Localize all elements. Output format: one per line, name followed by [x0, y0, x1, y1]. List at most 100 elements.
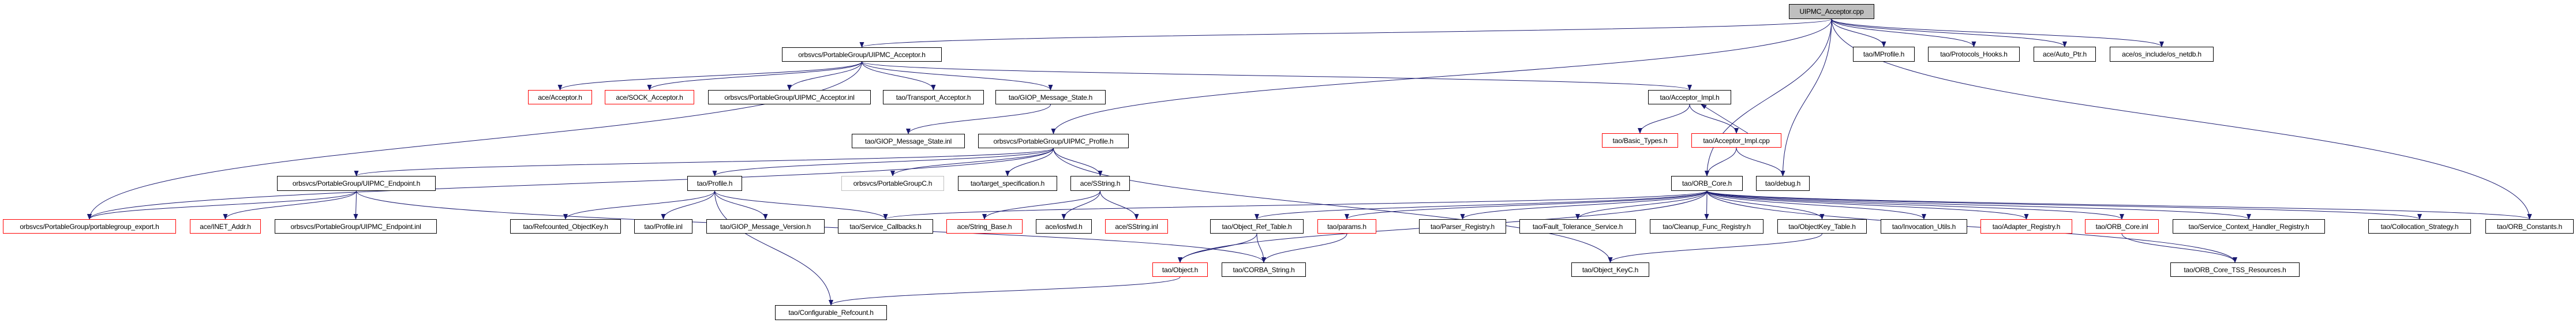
node-tao-service-context-handler-registry-h[interactable]: tao/Service_Context_Handler_Registry.h [2173, 219, 2325, 234]
edge-ace-sstring-h-to-ace-iosfwd-h [1061, 190, 1100, 220]
node-tao-object-keyc-h[interactable]: tao/Object_KeyC.h [1571, 262, 1649, 277]
node-tao-configurable-refcount-h[interactable]: tao/Configurable_Refcount.h [775, 305, 887, 320]
edge-orbsvcs-portablegroup-uipmc-acceptor-h-to-tao-transport-acceptor-h [862, 61, 936, 91]
node-tao-fault-tolerance-service-h[interactable]: tao/Fault_Tolerance_Service.h [1519, 219, 1636, 234]
edge-orbsvcs-portablegroup-uipmc-acceptor-h-to-tao-acceptor-impl-h [862, 61, 1692, 91]
node-tao-parser-registry-h[interactable]: tao/Parser_Registry.h [1419, 219, 1506, 234]
node-orbsvcs-portablegroup-uipmc-endpoint-h[interactable]: orbsvcs/PortableGroup/UIPMC_Endpoint.h [277, 176, 436, 191]
node-tao-protocols-hooks-h[interactable]: tao/Protocols_Hooks.h [1928, 47, 2020, 62]
node-ace-auto-ptr-h[interactable]: ace/Auto_Ptr.h [2034, 47, 2096, 62]
node-ace-acceptor-h[interactable]: ace/Acceptor.h [528, 90, 592, 104]
node-tao-params-h[interactable]: tao/params.h [1317, 219, 1376, 234]
node-ace-string-base-h[interactable]: ace/String_Base.h [946, 219, 1023, 234]
node-tao-orb-core-h[interactable]: tao/ORB_Core.h [1671, 176, 1743, 191]
edge-tao-params-h-to-tao-corba-string-h [1261, 233, 1347, 263]
edge-tao-orb-core-h-to-tao-service-context-handler-registry-h [1706, 190, 2251, 220]
node-tao-refcounted-objectkey-h[interactable]: tao/Refcounted_ObjectKey.h [510, 219, 621, 234]
edge-tao-acceptor-impl-cpp-to-tao-acceptor-impl-h [1701, 104, 1748, 134]
node-tao-profile-inl[interactable]: tao/Profile.inl [634, 219, 692, 234]
node-tao-service-callbacks-h[interactable]: tao/Service_Callbacks.h [838, 219, 933, 234]
edge-uipmc-acceptor-cpp-to-orbsvcs-portablegroup-uipmc-acceptor-h [860, 18, 1832, 48]
node-tao-debug-h[interactable]: tao/debug.h [1756, 176, 1810, 191]
node-tao-giop-message-state-inl[interactable]: tao/GIOP_Message_State.inl [852, 134, 965, 148]
edge-tao-object-h-to-tao-configurable-refcount-h [829, 276, 1181, 306]
edge-tao-orb-core-h-to-tao-fault-tolerance-service-h [1575, 190, 1708, 220]
edge-tao-profile-h-to-tao-service-callbacks-h [714, 190, 888, 220]
edge-tao-objectkey-table-h-to-tao-object-keyc-h [1608, 233, 1822, 263]
edge-orbsvcs-portablegroup-uipmc-profile-h-to-orbsvcs-portablegroupc-h [890, 148, 1054, 176]
node-tao-adapter-registry-h[interactable]: tao/Adapter_Registry.h [1980, 219, 2072, 234]
node-orbsvcs-portablegroup-uipmc-acceptor-h[interactable]: orbsvcs/PortableGroup/UIPMC_Acceptor.h [782, 47, 942, 62]
edge-orbsvcs-portablegroup-uipmc-profile-h-to-tao-object-keyc-h [1053, 148, 1613, 263]
node-ace-sock-acceptor-h[interactable]: ace/SOCK_Acceptor.h [605, 90, 694, 104]
edge-tao-orb-core-h-to-tao-params-h [1345, 190, 1708, 220]
edge-uipmc-acceptor-cpp-to-ace-os-include-os-netdb-h [1831, 18, 2164, 47]
node-ace-sstring-h[interactable]: ace/SString.h [1070, 176, 1130, 191]
node-tao-orb-core-tss-resources-h[interactable]: tao/ORB_Core_TSS_Resources.h [2170, 262, 2300, 277]
node-tao-giop-message-state-h[interactable]: tao/GIOP_Message_State.h [995, 90, 1106, 104]
edge-orbsvcs-portablegroup-uipmc-acceptor-h-to-ace-acceptor-h [557, 61, 862, 91]
edge-tao-orb-core-h-to-tao-service-callbacks-h [883, 190, 1708, 220]
edge-uipmc-acceptor-cpp-to-ace-auto-ptr-h [1831, 18, 2067, 47]
edge-tao-profile-h-to-tao-profile-inl [661, 190, 715, 220]
edge-tao-orb-core-h-to-tao-object-ref-table-h [1255, 190, 1708, 220]
edge-tao-orb-core-h-to-tao-orb-core-tss-resources-h [1706, 190, 2237, 263]
node-ace-inet-addr-h[interactable]: ace/INET_Addr.h [190, 219, 261, 234]
edge-tao-orb-core-inl-to-tao-orb-core-tss-resources-h [2121, 233, 2237, 263]
node-ace-sstring-inl[interactable]: ace/SString.inl [1105, 219, 1168, 234]
node-tao-transport-acceptor-h[interactable]: tao/Transport_Acceptor.h [883, 90, 984, 104]
node-orbsvcs-portablegroupc-h[interactable]: orbsvcs/PortableGroupC.h [841, 176, 944, 191]
node-tao-objectkey-table-h[interactable]: tao/ObjectKey_Table.h [1777, 219, 1867, 234]
node-tao-corba-string-h[interactable]: tao/CORBA_String.h [1222, 262, 1306, 277]
edge-orbsvcs-portablegroup-uipmc-acceptor-h-to-ace-sock-acceptor-h [647, 61, 862, 91]
node-tao-collocation-strategy-h[interactable]: tao/Collocation_Strategy.h [2368, 219, 2471, 234]
node-orbsvcs-portablegroup-uipmc-profile-h[interactable]: orbsvcs/PortableGroup/UIPMC_Profile.h [978, 134, 1129, 148]
edge-orbsvcs-portablegroup-uipmc-profile-h-to-tao-target-specification-h [1005, 148, 1054, 176]
node-orbsvcs-portablegroup-uipmc-acceptor-inl[interactable]: orbsvcs/PortableGroup/UIPMC_Acceptor.inl [708, 90, 871, 104]
edge-tao-object-ref-table-h-to-tao-corba-string-h [1256, 233, 1266, 263]
edge-uipmc-acceptor-cpp-to-tao-debug-h [1780, 18, 1832, 176]
edge-tao-orb-core-h-to-tao-orb-constants-h [1706, 190, 2532, 220]
node-tao-giop-message-version-h[interactable]: tao/GIOP_Message_Version.h [706, 219, 825, 234]
edge-tao-acceptor-impl-h-to-tao-basic-types-h [1638, 104, 1690, 134]
node-tao-orb-constants-h[interactable]: tao/ORB_Constants.h [2485, 219, 2574, 234]
edge-tao-acceptor-impl-h-to-tao-acceptor-impl-cpp [1689, 104, 1739, 134]
edge-tao-orb-core-h-to-tao-invocation-utils-h [1706, 190, 1926, 220]
edge-tao-profile-h-to-tao-configurable-refcount-h [714, 190, 833, 306]
node-tao-profile-h[interactable]: tao/Profile.h [687, 176, 742, 191]
node-tao-basic-types-h[interactable]: tao/Basic_Types.h [1602, 133, 1678, 148]
edge-tao-giop-message-state-h-to-tao-giop-message-state-inl [906, 104, 1051, 134]
node-ace-iosfwd-h[interactable]: ace/iosfwd.h [1036, 219, 1092, 234]
node-tao-target-specification-h[interactable]: tao/target_specification.h [958, 176, 1057, 191]
node-tao-acceptor-impl-cpp[interactable]: tao/Acceptor_Impl.cpp [1691, 133, 1781, 148]
edge-orbsvcs-portablegroup-uipmc-profile-h-to-orbsvcs-portablegroup-uipmc-endpoint-h [354, 148, 1054, 176]
node-tao-mprofile-h[interactable]: tao/MProfile.h [1853, 47, 1915, 62]
edge-tao-profile-h-to-tao-refcounted-objectkey-h [563, 190, 715, 220]
node-uipmc-acceptor-cpp[interactable]: UIPMC_Acceptor.cpp [1789, 4, 1874, 19]
edge-tao-profile-h-to-tao-giop-message-version-h [714, 190, 768, 220]
edge-ace-sstring-h-to-ace-sstring-inl [1100, 190, 1139, 220]
node-tao-object-h[interactable]: tao/Object.h [1152, 262, 1208, 277]
edge-tao-orb-core-h-to-tao-objectkey-table-h [1706, 190, 1825, 220]
edge-orbsvcs-portablegroup-uipmc-endpoint-h-to-ace-inet-addr-h [223, 190, 357, 220]
node-orbsvcs-portablegroup-portablegroup-export-h[interactable]: orbsvcs/PortableGroup/portablegroup_expo… [3, 219, 176, 234]
edge-tao-orb-core-h-to-tao-adapter-registry-h [1706, 190, 2029, 220]
edge-orbsvcs-portablegroup-uipmc-endpoint-h-to-orbsvcs-portablegroup-portablegroup-export-h [87, 190, 357, 220]
node-tao-object-ref-table-h[interactable]: tao/Object_Ref_Table.h [1210, 219, 1304, 234]
edge-tao-orb-core-h-to-tao-parser-registry-h [1460, 190, 1708, 220]
node-tao-cleanup-func-registry-h[interactable]: tao/Cleanup_Func_Registry.h [1650, 219, 1763, 234]
edge-orbsvcs-portablegroup-uipmc-acceptor-h-to-orbsvcs-portablegroup-portablegroup-export-h [87, 61, 862, 220]
edge-tao-acceptor-impl-cpp-to-tao-debug-h [1736, 147, 1785, 176]
edge-orbsvcs-portablegroup-uipmc-profile-h-to-orbsvcs-portablegroup-portablegroup-export-h [87, 148, 1054, 220]
node-orbsvcs-portablegroup-uipmc-endpoint-inl[interactable]: orbsvcs/PortableGroup/UIPMC_Endpoint.inl [275, 219, 437, 234]
node-ace-os-include-os-netdb-h[interactable]: ace/os_include/os_netdb.h [2110, 47, 2214, 62]
edge-uipmc-acceptor-cpp-to-tao-protocols-hooks-h [1831, 18, 1976, 47]
node-tao-acceptor-impl-h[interactable]: tao/Acceptor_Impl.h [1648, 90, 1731, 104]
node-tao-invocation-utils-h[interactable]: tao/Invocation_Utils.h [1881, 219, 1967, 234]
edge-uipmc-acceptor-cpp-to-orbsvcs-portablegroup-uipmc-profile-h [1051, 18, 1832, 134]
edge-orbsvcs-portablegroup-uipmc-profile-h-to-tao-profile-h [712, 148, 1054, 176]
edge-orbsvcs-portablegroup-uipmc-endpoint-h-to-orbsvcs-portablegroup-uipmc-endpoint-inl [353, 190, 358, 220]
node-tao-orb-core-inl[interactable]: tao/ORB_Core.inl [2085, 219, 2159, 234]
